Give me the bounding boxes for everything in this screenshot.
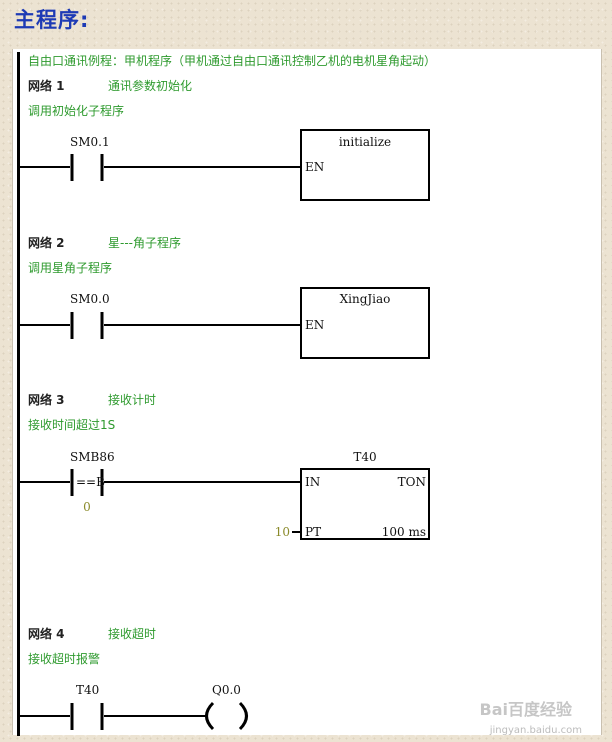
network-3-box-type: TON (398, 475, 426, 489)
network-1-comment: 调用初始化子程序 (28, 103, 124, 118)
network-4-coil-label: Q0.0 (212, 683, 241, 697)
xingjiao-box (300, 287, 430, 359)
watermark-url: jingyan.baidu.com (489, 725, 582, 736)
t40-timer-box (300, 468, 430, 540)
network-3-compare-op: ==B (76, 475, 105, 489)
program-comment: 自由口通讯例程：甲机程序（甲机通过自由口通讯控制乙机的电机星角起动） (28, 53, 436, 68)
network-3-box-in: IN (305, 475, 320, 489)
network-1-box-name: initialize (339, 135, 391, 149)
network-1-label: 网络 1 (28, 78, 65, 93)
network-2-label: 网络 2 (28, 235, 65, 250)
network-1-title: 通讯参数初始化 (108, 78, 192, 93)
network-1-rung (19, 129, 430, 201)
network-3-label: 网络 3 (28, 392, 65, 407)
network-4-comment: 接收超时报警 (28, 651, 100, 666)
ladder-panel (12, 49, 602, 735)
network-3-compare-value: 0 (83, 500, 91, 514)
network-4-contact-label: T40 (76, 683, 99, 697)
page-heading: 主程序: (14, 8, 90, 32)
network-2-box-en: EN (305, 318, 324, 332)
initialize-box (300, 129, 430, 201)
network-3-title: 接收计时 (108, 392, 156, 407)
coil-left-arc (205, 701, 215, 731)
network-3-pt-value: 10 (275, 525, 290, 539)
network-4-rung (19, 701, 248, 731)
network-2-box-name: XingJiao (340, 292, 391, 306)
network-3-comment: 接收时间超过1S (28, 417, 115, 432)
network-3-rung (19, 468, 430, 540)
network-3-box-base: 100 ms (382, 525, 426, 539)
network-3-box-pt: PT (305, 525, 321, 539)
network-2-title: 星---角子程序 (108, 235, 181, 250)
power-rail (17, 52, 20, 736)
coil-right-arc (238, 701, 248, 731)
network-2-rung (19, 287, 430, 359)
network-1-box-en: EN (305, 160, 324, 174)
watermark-logo: Bai百度经验 (479, 700, 572, 719)
network-4-label: 网络 4 (28, 626, 65, 641)
network-2-comment: 调用星角子程序 (28, 260, 112, 275)
network-1-contact-label: SM0.1 (70, 135, 110, 149)
network-3-timer-name: T40 (353, 450, 376, 464)
network-2-contact-label: SM0.0 (70, 292, 110, 306)
network-3-contact-label: SMB86 (70, 450, 115, 464)
network-4-title: 接收超时 (108, 626, 156, 641)
